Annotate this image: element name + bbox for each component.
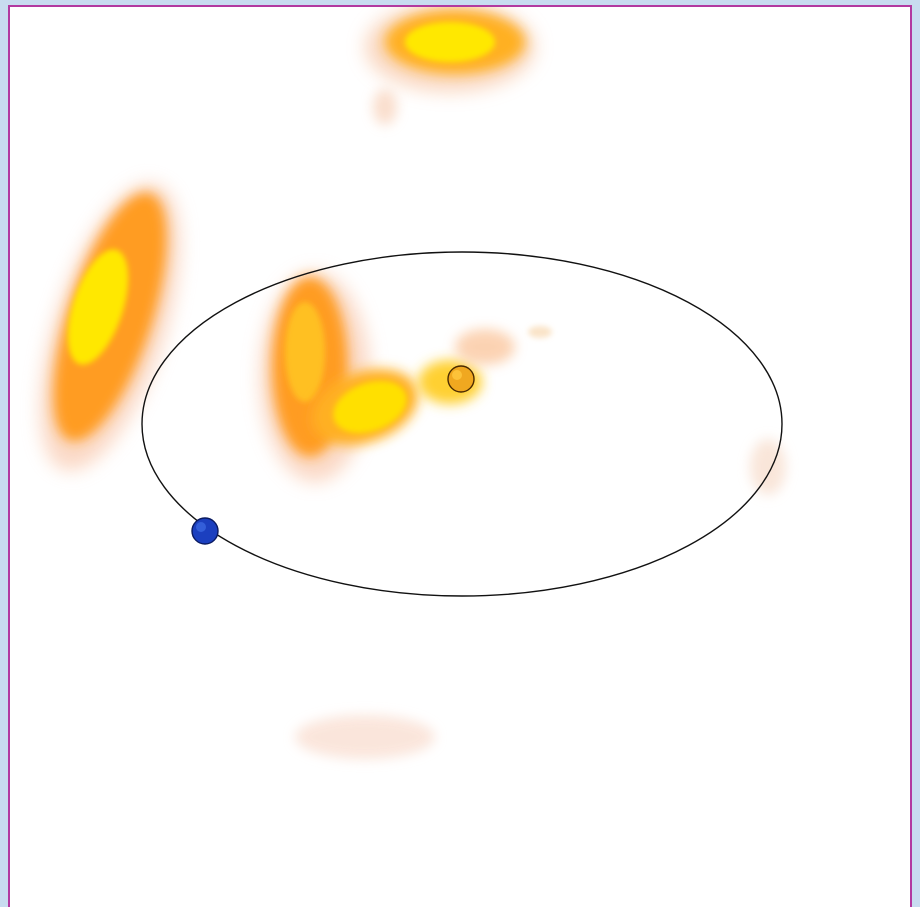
simulation-canvas bbox=[10, 7, 912, 907]
orbit-ellipse bbox=[142, 252, 782, 596]
gas-cloud-center bbox=[260, 272, 552, 482]
gas-cloud-faint-bottom bbox=[295, 715, 435, 759]
gas-cloud-top bbox=[365, 7, 535, 125]
viewport-frame bbox=[8, 5, 912, 907]
star-dot[interactable] bbox=[448, 366, 474, 392]
gas-cloud-faint-right bbox=[750, 439, 786, 495]
gas-cloud-left bbox=[11, 167, 208, 486]
planet-dot[interactable] bbox=[192, 518, 218, 544]
